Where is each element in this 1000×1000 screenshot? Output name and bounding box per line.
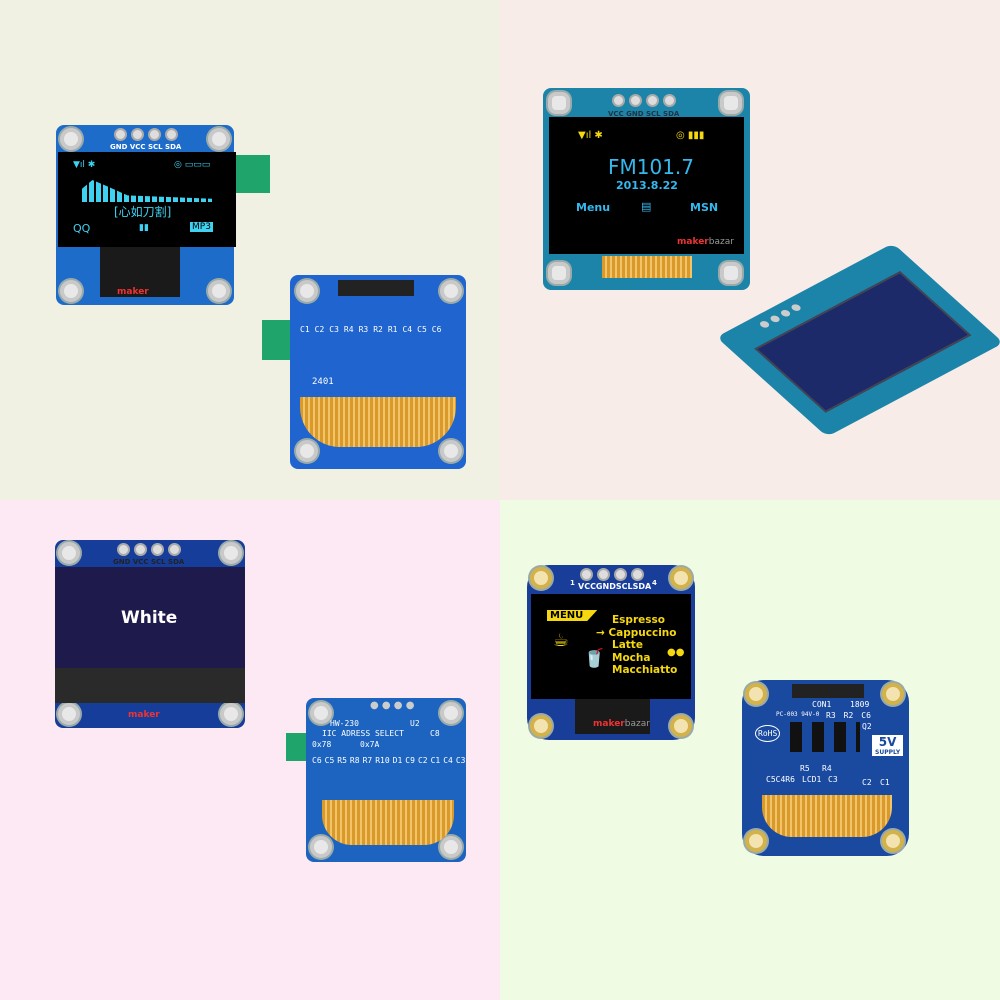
pin-header bbox=[610, 92, 678, 111]
menu-item[interactable]: Latte bbox=[612, 639, 643, 651]
maker-logo: makerbazar bbox=[593, 719, 650, 729]
pin-labels: VCC GND SCL SDA bbox=[608, 110, 680, 118]
r4-label: R4 bbox=[822, 764, 832, 773]
pin-header bbox=[115, 541, 183, 560]
c3-label: C3 bbox=[828, 775, 838, 784]
white-label: White bbox=[121, 608, 178, 628]
date-label: 2013.8.22 bbox=[616, 179, 678, 192]
maker-logo: maker bbox=[128, 710, 160, 720]
menu-badge: MENU bbox=[547, 610, 598, 621]
address-select-label: IIC ADRESS SELECT bbox=[322, 729, 404, 738]
menu-item[interactable]: Mocha bbox=[612, 651, 651, 664]
q2-label: Q2 bbox=[862, 722, 872, 731]
signal-icon: ▼ıl ✱ bbox=[578, 130, 603, 141]
c1-label: C1 bbox=[880, 778, 890, 787]
pin-header bbox=[578, 566, 646, 585]
pin-4-label: 4 bbox=[652, 579, 657, 587]
model-label: HW-230 bbox=[330, 719, 359, 728]
protective-tab bbox=[234, 155, 270, 193]
address-0x7a: 0x7A bbox=[360, 740, 380, 749]
coffee-cup-icon: ☕ bbox=[553, 630, 570, 651]
pin-labels: GND VCC SCL SDA bbox=[110, 143, 182, 151]
frappe-icon: 🥤 bbox=[583, 648, 606, 669]
signal-icon: ▼ıl ✱ bbox=[73, 160, 96, 170]
qq-label: QQ bbox=[73, 222, 91, 235]
document-icon: ▤ bbox=[641, 200, 652, 213]
u2-label: U2 bbox=[410, 719, 420, 728]
rohs-mark: RoHS bbox=[755, 725, 781, 742]
battery-icon: ◎ ▮▮▮ bbox=[676, 130, 705, 141]
coffee-beans-icon: ●● bbox=[667, 647, 685, 658]
menu-item-selected[interactable]: → Cappuccino bbox=[596, 626, 677, 639]
c5c4r6-label: C5C4R6 bbox=[766, 775, 795, 784]
date-code: 1809 bbox=[850, 700, 870, 709]
mp3-label: MP3 bbox=[190, 222, 213, 232]
pcb-label: PC-003 94V-0 bbox=[776, 711, 820, 718]
board-code: 2401 bbox=[312, 377, 334, 387]
menu-item[interactable]: Macchiatto bbox=[612, 664, 678, 676]
r5-label: R5 bbox=[800, 764, 810, 773]
menu-list: Espresso → Cappuccino Latte Mocha Macchi… bbox=[596, 614, 677, 677]
maker-logo: makerbazar bbox=[677, 237, 734, 247]
address-0x78: 0x78 bbox=[312, 740, 332, 749]
lcd1-label: LCD1 bbox=[802, 775, 822, 784]
pin-1-label: 1 bbox=[570, 579, 575, 587]
c8-label: C8 bbox=[430, 729, 440, 738]
c2-label: C2 bbox=[862, 778, 872, 787]
station-label: FM101.7 bbox=[608, 155, 695, 179]
msn-label: MSN bbox=[690, 201, 719, 214]
song-title: [心如刀割] bbox=[114, 205, 172, 219]
pin-header: ● ● ● ● bbox=[370, 700, 415, 711]
maker-logo: maker bbox=[117, 287, 149, 297]
pin-header bbox=[112, 126, 180, 145]
pin-header bbox=[792, 684, 864, 698]
con1-label: CON1 bbox=[812, 700, 832, 709]
pin-labels: VCCGNDSCLSDA bbox=[578, 582, 652, 591]
menu-item[interactable]: Espresso bbox=[612, 614, 665, 626]
transistors bbox=[790, 722, 860, 752]
battery-icon: ◎ ▭▭▭ bbox=[174, 160, 211, 170]
pin-labels: GND VCC SCL SDA bbox=[113, 558, 185, 566]
pause-icon: ▮▮ bbox=[139, 223, 149, 233]
menu-label: Menu bbox=[576, 201, 611, 214]
